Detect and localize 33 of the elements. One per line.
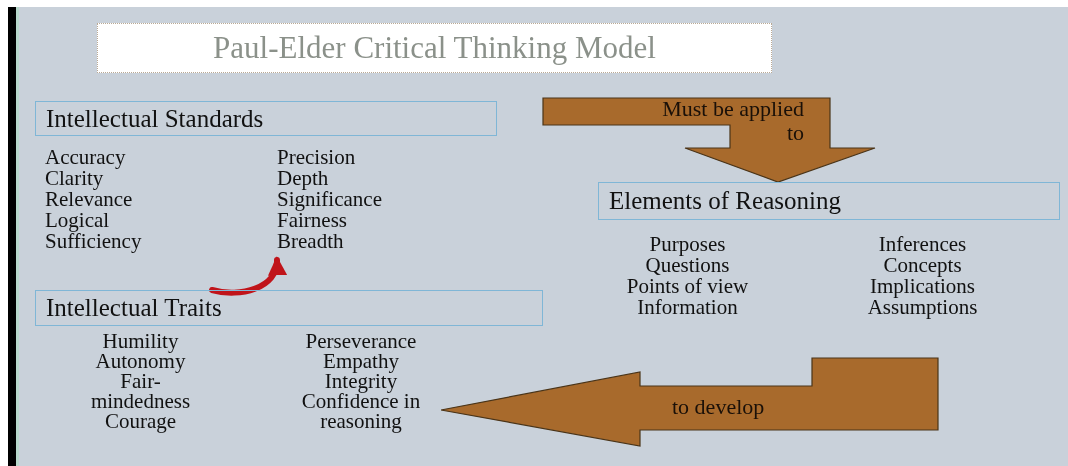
block-arrow <box>542 97 876 183</box>
list-item: Breadth <box>277 231 345 252</box>
list-item: Accuracy <box>45 147 127 168</box>
list-item: Significance <box>277 189 383 210</box>
list-item: Precision <box>277 147 357 168</box>
list-item: Sufficiency <box>45 231 143 252</box>
curved-arrow <box>209 256 286 296</box>
list-item: Assumptions <box>866 297 979 318</box>
list-item: Information <box>636 297 739 318</box>
list-item: Perseverance <box>304 331 418 351</box>
category-box: Intellectual Traits <box>35 290 543 326</box>
list-item: Empathy <box>322 351 400 371</box>
list-item: Humility <box>102 331 179 351</box>
list-item: Integrity <box>324 371 398 391</box>
category-box: Elements of Reasoning <box>598 182 1060 220</box>
block-arrow <box>440 357 939 447</box>
list-item: Concepts <box>882 255 963 276</box>
list-item: Questions <box>644 255 731 276</box>
list-item: Autonomy <box>94 351 187 371</box>
edge-label: Must be applied to <box>661 97 804 145</box>
list-item: Depth <box>277 168 330 189</box>
list-item: Fairness <box>277 210 347 231</box>
list-item: Relevance <box>45 189 134 210</box>
list-item: Courage <box>103 411 178 431</box>
list-item: Logical <box>45 210 111 231</box>
list-item: Implications <box>869 276 976 297</box>
category-box: Intellectual Standards <box>35 101 497 136</box>
title-box: Paul-Elder Critical Thinking Model <box>97 23 772 73</box>
list-item: Purposes <box>648 234 727 255</box>
list-item: Points of view <box>625 276 750 297</box>
list-item: Clarity <box>45 168 104 189</box>
edge-label: to develop <box>672 395 766 419</box>
list-item: Inferences <box>877 234 968 255</box>
